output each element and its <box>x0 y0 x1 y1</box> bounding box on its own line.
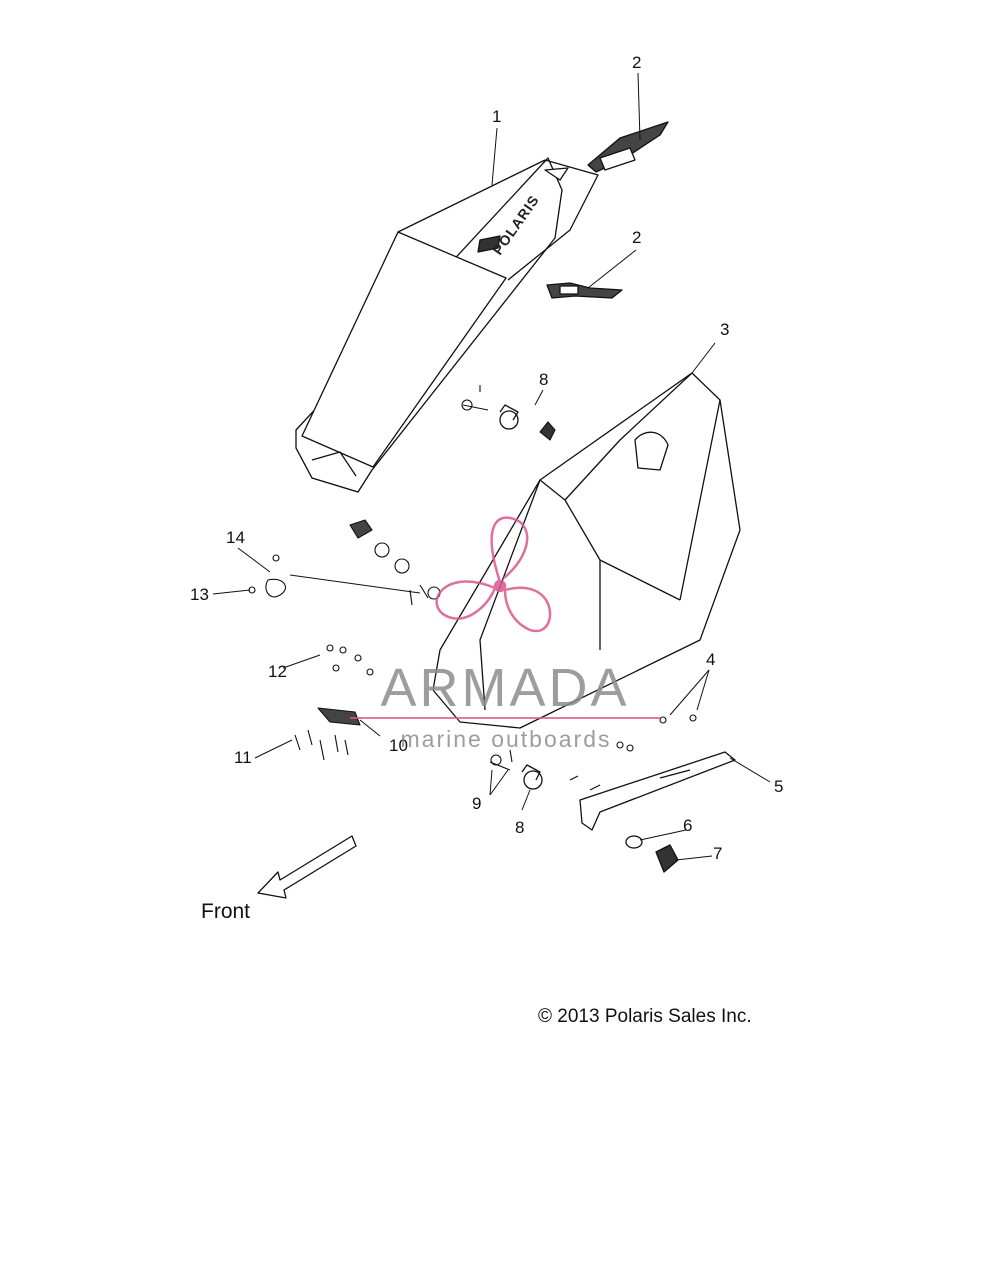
copyright-notice: © 2013 Polaris Sales Inc. <box>538 1006 752 1027</box>
front-direction-arrow <box>257 835 357 899</box>
leader-lines <box>212 72 771 861</box>
callout-8-lower: 8 <box>515 818 525 837</box>
callout-5: 5 <box>774 777 784 796</box>
callout-2-lower: 2 <box>632 228 642 247</box>
callout-4: 4 <box>706 650 716 669</box>
callout-12: 12 <box>268 662 287 681</box>
bracket-part-5 <box>579 751 736 831</box>
tub-part-3 <box>432 372 741 729</box>
callout-9: 9 <box>472 794 482 813</box>
spacer-part-8-lower <box>521 764 543 790</box>
callout-14: 14 <box>226 528 245 547</box>
bushing-part-6 <box>625 835 643 849</box>
front-label: Front <box>201 900 251 923</box>
watermark-propeller-icon <box>435 516 552 633</box>
callout-7: 7 <box>713 844 723 863</box>
callout-2-upper: 2 <box>632 53 642 72</box>
callout-13: 13 <box>190 585 209 604</box>
callout-8-upper: 8 <box>539 370 549 389</box>
callout-3: 3 <box>720 320 730 339</box>
clip-part-7 <box>655 844 679 873</box>
watermark-brand: ARMADA <box>380 658 630 718</box>
watermark-tagline: marine outboards <box>400 726 612 752</box>
hardware <box>248 385 697 791</box>
callout-10: 10 <box>389 736 408 755</box>
spacer-part-8-upper <box>499 404 519 430</box>
callout-6: 6 <box>683 816 693 835</box>
callout-11: 11 <box>234 748 252 767</box>
seat-part-1 <box>295 157 599 493</box>
callout-1: 1 <box>492 107 502 126</box>
latch-part-2-lower <box>546 282 623 299</box>
latch-part-2-upper <box>587 121 669 173</box>
